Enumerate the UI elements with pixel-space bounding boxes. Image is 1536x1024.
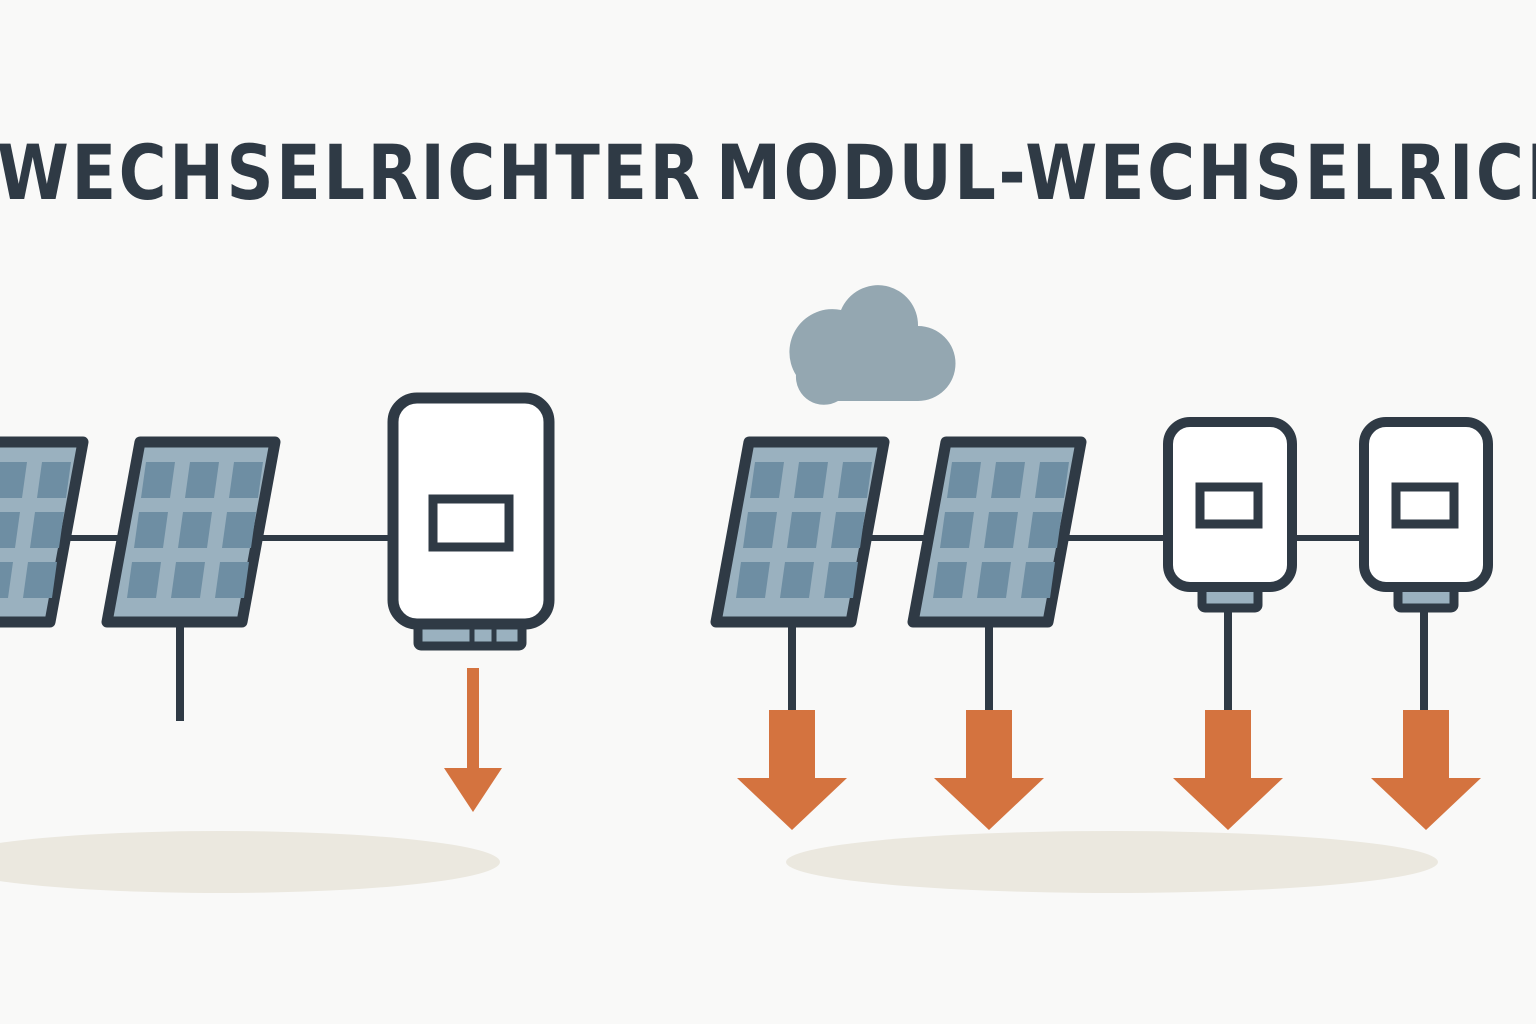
string-inverter-system bbox=[0, 392, 555, 812]
arrow-down-icon bbox=[444, 668, 502, 812]
arrow-down-icon bbox=[1173, 710, 1283, 830]
solar-panel-icon bbox=[0, 442, 83, 622]
arrow-down-icon bbox=[1371, 710, 1481, 830]
solar-panel-icon bbox=[716, 442, 884, 622]
arrow-down-icon bbox=[737, 710, 847, 830]
solar-panel-icon bbox=[107, 442, 275, 622]
ground-shadow-left bbox=[0, 831, 500, 893]
inverter-icon bbox=[1168, 422, 1292, 608]
inverter-icon bbox=[1364, 422, 1488, 608]
cloud-icon bbox=[789, 285, 956, 405]
title-string-inverter: -WECHSELRICHTER bbox=[0, 128, 703, 217]
title-module-inverter: MODUL-WECHSELRICHTER bbox=[716, 128, 1536, 217]
inverter-display bbox=[428, 494, 514, 552]
module-inverter-system bbox=[716, 285, 1488, 830]
ground-shadow-right bbox=[786, 831, 1438, 893]
inverter-icon bbox=[387, 392, 555, 651]
arrow-down-icon bbox=[934, 710, 1044, 830]
solar-panel-icon bbox=[913, 442, 1081, 622]
